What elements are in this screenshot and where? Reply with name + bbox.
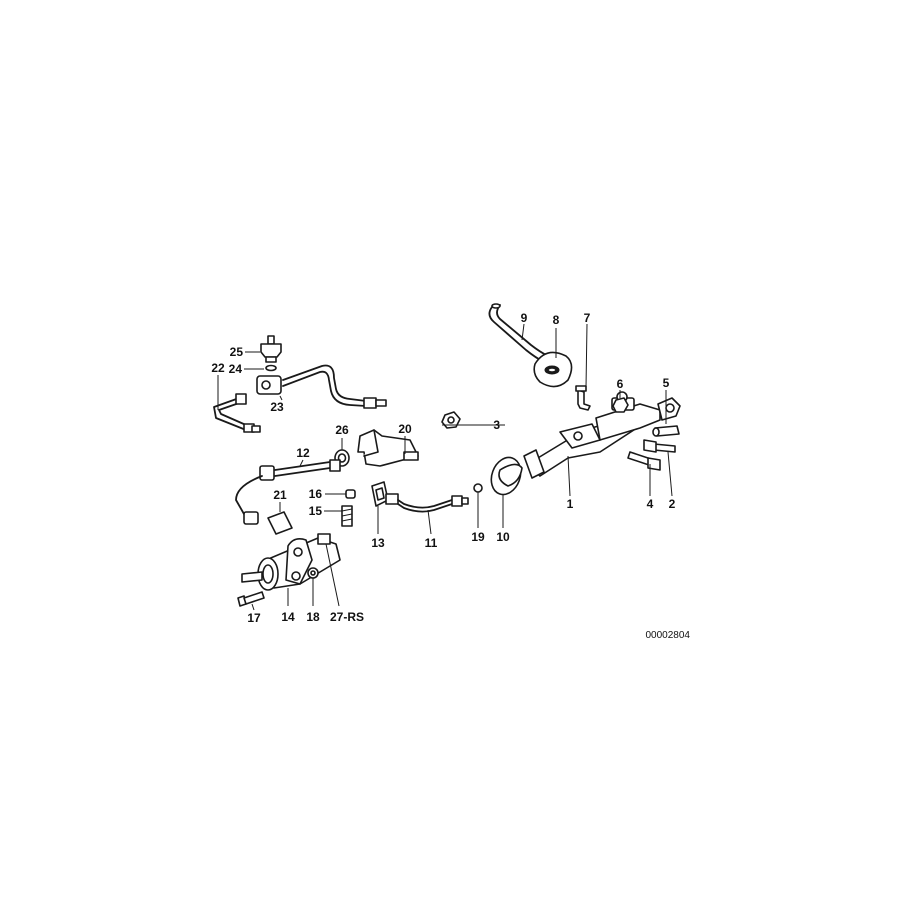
part-18-nut — [307, 567, 319, 579]
part-17-bolt — [237, 591, 265, 607]
label-14: 14 — [281, 610, 295, 624]
part-25-pressure-switch — [260, 335, 282, 363]
part-4-bolt — [627, 451, 661, 471]
label-4: 4 — [647, 497, 654, 511]
label-10: 10 — [496, 530, 510, 544]
label-1: 1 — [567, 497, 574, 511]
part-15-bleeder-valve — [341, 505, 353, 527]
part-1-clutch-master-cylinder — [523, 391, 681, 479]
part-3-nut — [441, 411, 461, 429]
part-9-reservoir-hose — [488, 303, 549, 363]
part-20-bracket — [357, 429, 419, 467]
part-22-clutch-pipe — [213, 393, 261, 433]
label-19: 19 — [471, 530, 485, 544]
diagram-reference-number: 00002804 — [646, 630, 691, 641]
part-11-clutch-hose — [385, 493, 469, 513]
part-5-pin — [652, 425, 680, 437]
label-27-rs: 27-RS — [330, 610, 364, 624]
label-5: 5 — [663, 376, 670, 390]
label-21: 21 — [273, 488, 287, 502]
part-7-connector — [575, 385, 591, 411]
label-7: 7 — [584, 311, 591, 325]
label-24: 24 — [229, 362, 243, 376]
part-6-nut — [612, 397, 629, 413]
part-8-grommet — [533, 351, 573, 388]
label-2: 2 — [669, 497, 676, 511]
label-26: 26 — [335, 423, 349, 437]
part-12-clutch-hose — [235, 459, 341, 525]
part-14-clutch-slave-cylinder — [241, 533, 341, 591]
label-12: 12 — [296, 446, 310, 460]
label-6: 6 — [617, 377, 624, 391]
part-10-dust-boot — [490, 456, 523, 496]
label-11: 11 — [425, 536, 438, 550]
label-16: 16 — [309, 487, 323, 501]
callout-labels: 1 2 3 4 5 6 7 8 9 10 11 12 13 14 15 16 1… — [211, 311, 675, 625]
leader-lines — [217, 323, 673, 611]
part-2-bolt — [643, 439, 676, 453]
label-23: 23 — [270, 400, 284, 414]
label-3: 3 — [493, 418, 500, 432]
part-24-o-ring — [265, 364, 277, 372]
label-17: 17 — [247, 611, 261, 625]
part-23-clutch-pipe — [256, 364, 387, 409]
label-9: 9 — [521, 311, 528, 325]
label-8: 8 — [553, 313, 560, 327]
label-15: 15 — [309, 504, 323, 518]
part-19-washer — [473, 483, 483, 493]
part-16-bleeder-cap — [345, 489, 356, 499]
label-25: 25 — [230, 345, 244, 359]
label-22: 22 — [211, 361, 225, 375]
label-13: 13 — [371, 536, 385, 550]
part-21-union — [267, 511, 293, 535]
label-18: 18 — [306, 610, 320, 624]
label-20: 20 — [398, 422, 412, 436]
